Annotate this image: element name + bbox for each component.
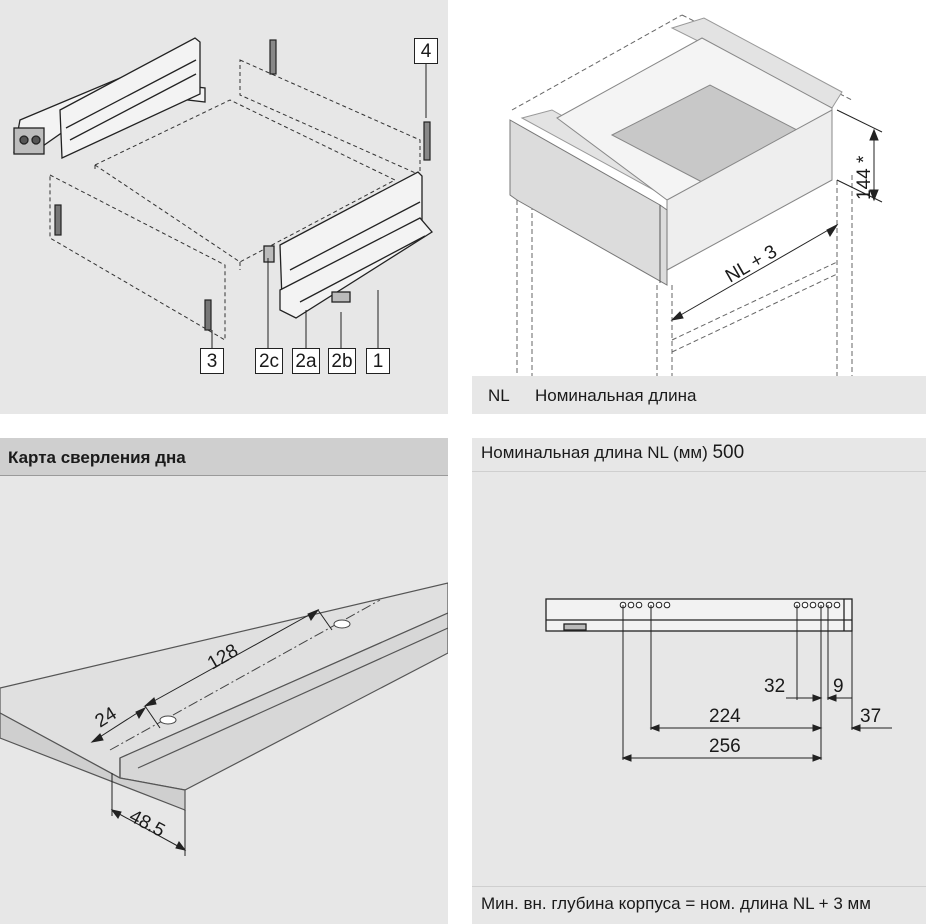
runner-profile-drawing: 32 9 224 37 256 <box>545 598 892 762</box>
extension-lines <box>622 605 853 760</box>
nominal-length-label: Номинальная длина NL (мм) <box>481 443 708 462</box>
nominal-length-header: Номинальная длина NL (мм) 500 <box>472 438 926 472</box>
drawer-box <box>556 37 833 271</box>
nominal-length-body: 32 9 224 37 256 <box>472 472 926 886</box>
bottom-panel <box>93 99 397 270</box>
part-label-4: 4 <box>414 38 438 64</box>
dim-24 <box>90 706 147 743</box>
drill-axis <box>109 599 381 751</box>
dim-256-label: 256 <box>709 736 741 757</box>
dim-9-label: 9 <box>833 676 844 697</box>
part-label-2a: 2a <box>292 348 320 374</box>
nl-definition: Номинальная длина <box>535 386 697 405</box>
leader-lines <box>211 64 427 348</box>
dim-224-label: 224 <box>709 706 741 727</box>
bottom-board <box>0 582 448 811</box>
height-dimension <box>836 109 883 203</box>
dim-32-label: 32 <box>764 676 785 697</box>
front-brackets <box>54 204 212 331</box>
length-dimension-label: NL + 3 <box>722 241 781 287</box>
left-runner <box>13 37 206 159</box>
dim-48-5 <box>110 773 187 856</box>
nl-caption: NL Номинальная длина <box>472 376 926 414</box>
drilling-map-title: Карта сверления дна <box>0 438 448 476</box>
drilling-map-drawing: 128 24 48.5 <box>0 582 448 856</box>
exploded-view-drawing <box>13 37 433 348</box>
dim-48-5-label: 48.5 <box>126 806 169 842</box>
runner-profile <box>545 598 853 632</box>
nl-abbreviation: NL <box>488 386 510 405</box>
front-panel <box>49 174 226 341</box>
nominal-length-value: 500 <box>712 442 745 463</box>
dim-37-label: 37 <box>860 706 881 727</box>
cabinet-frame <box>511 14 853 376</box>
right-runner <box>263 171 433 319</box>
drawer-view-panel: 144 * NL + 3 NL Номинальная длина <box>472 0 926 414</box>
runner-holes <box>619 601 841 609</box>
drawer-view-drawing: 144 * NL + 3 <box>509 14 883 376</box>
drilling-map-panel: Карта сверления дна 128 <box>0 438 448 924</box>
part-label-2b: 2b <box>328 348 356 374</box>
nominal-length-panel: Номинальная длина NL (мм) 500 <box>472 438 926 924</box>
dim-128 <box>143 608 333 729</box>
dimension-lines <box>621 694 892 762</box>
length-dimension <box>670 223 839 321</box>
part-label-2c: 2c <box>255 348 283 374</box>
back-brackets <box>269 39 431 161</box>
min-depth-note: Мин. вн. глубина корпуса = ном. длина NL… <box>472 886 926 924</box>
height-dimension-label: 144 * <box>854 155 875 200</box>
drawer-front <box>509 119 668 286</box>
exploded-view-panel: 4 3 2c 2a 2b 1 <box>0 0 448 414</box>
part-label-3: 3 <box>200 348 224 374</box>
part-label-1: 1 <box>366 348 390 374</box>
